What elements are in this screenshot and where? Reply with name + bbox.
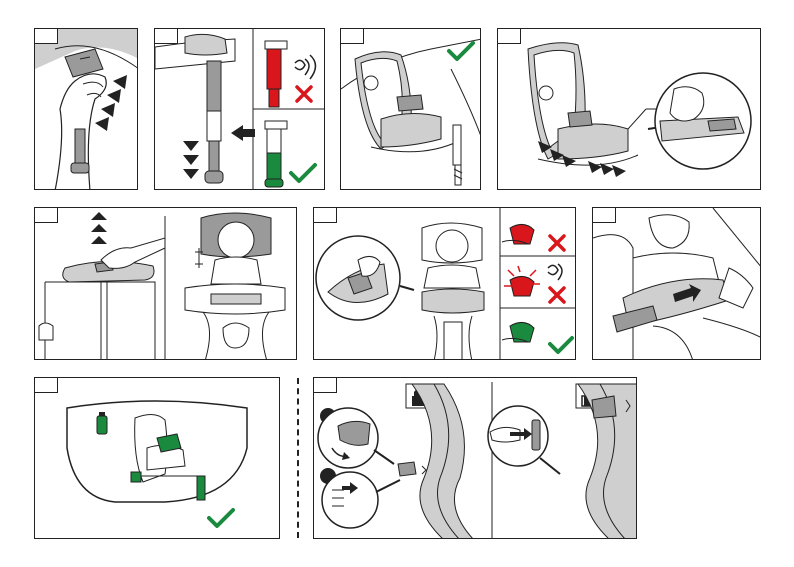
arrow-icon: [231, 125, 255, 141]
cross-icon: [550, 236, 564, 250]
arrow-icon: [95, 117, 109, 131]
illustration-lock-unlock: [314, 378, 637, 539]
illustration-headrest-adjust: [35, 208, 297, 360]
arrow-icon: [91, 212, 107, 220]
arrow-icon: [107, 89, 121, 103]
check-icon: [209, 510, 233, 526]
illustration-vehicle-check: [35, 378, 280, 539]
cross-icon: [297, 87, 311, 101]
illustration-seat-installed: [341, 29, 481, 190]
step-number-box: [35, 208, 58, 223]
arrow-icon: [183, 141, 199, 151]
arrow-icon: [91, 224, 107, 232]
illustration-push-seat: [593, 208, 761, 360]
panel-3: [340, 28, 481, 190]
illustration-release-button: [35, 29, 138, 190]
illustration-harness-buckle: [314, 208, 576, 360]
panel-6: [313, 207, 576, 360]
panel-7: [592, 207, 761, 360]
arrow-icon: [588, 161, 602, 173]
step-number-box: [341, 29, 364, 44]
arrow-icon: [101, 103, 115, 117]
step-number-box: [593, 208, 616, 223]
step-number-box: [314, 208, 337, 223]
indicator-green: [510, 322, 534, 342]
panel-2: [154, 28, 325, 190]
indicator-red: [267, 49, 281, 89]
indicator-green: [267, 153, 281, 179]
step-number-box: [155, 29, 178, 44]
check-icon: [449, 43, 473, 59]
section-divider: [297, 378, 299, 538]
arrow-icon: [183, 169, 199, 179]
panel-5: [34, 207, 297, 360]
indicator-red: [510, 224, 534, 244]
sound-icon: [548, 265, 558, 274]
arrow-icon: [91, 236, 107, 244]
check-icon: [550, 338, 572, 352]
illustration-support-leg: [155, 29, 325, 190]
panel-9: [313, 377, 637, 539]
arrow-icon: [612, 165, 626, 177]
panel-4: [497, 28, 761, 190]
illustration-isofix-connector: [498, 29, 761, 190]
step-number-box: [35, 378, 58, 393]
panel-8: [34, 377, 280, 539]
step-number-box: [314, 378, 337, 393]
battery-indicator-icon: [97, 416, 107, 434]
step-number-box: [35, 29, 58, 44]
check-icon: [291, 165, 315, 181]
panel-1: [34, 28, 138, 190]
sound-icon: [295, 60, 305, 69]
cross-icon: [550, 288, 564, 302]
arrow-icon: [600, 163, 614, 175]
arrow-icon: [183, 155, 199, 165]
step-number-box: [498, 29, 521, 44]
arrow-icon: [113, 75, 127, 89]
